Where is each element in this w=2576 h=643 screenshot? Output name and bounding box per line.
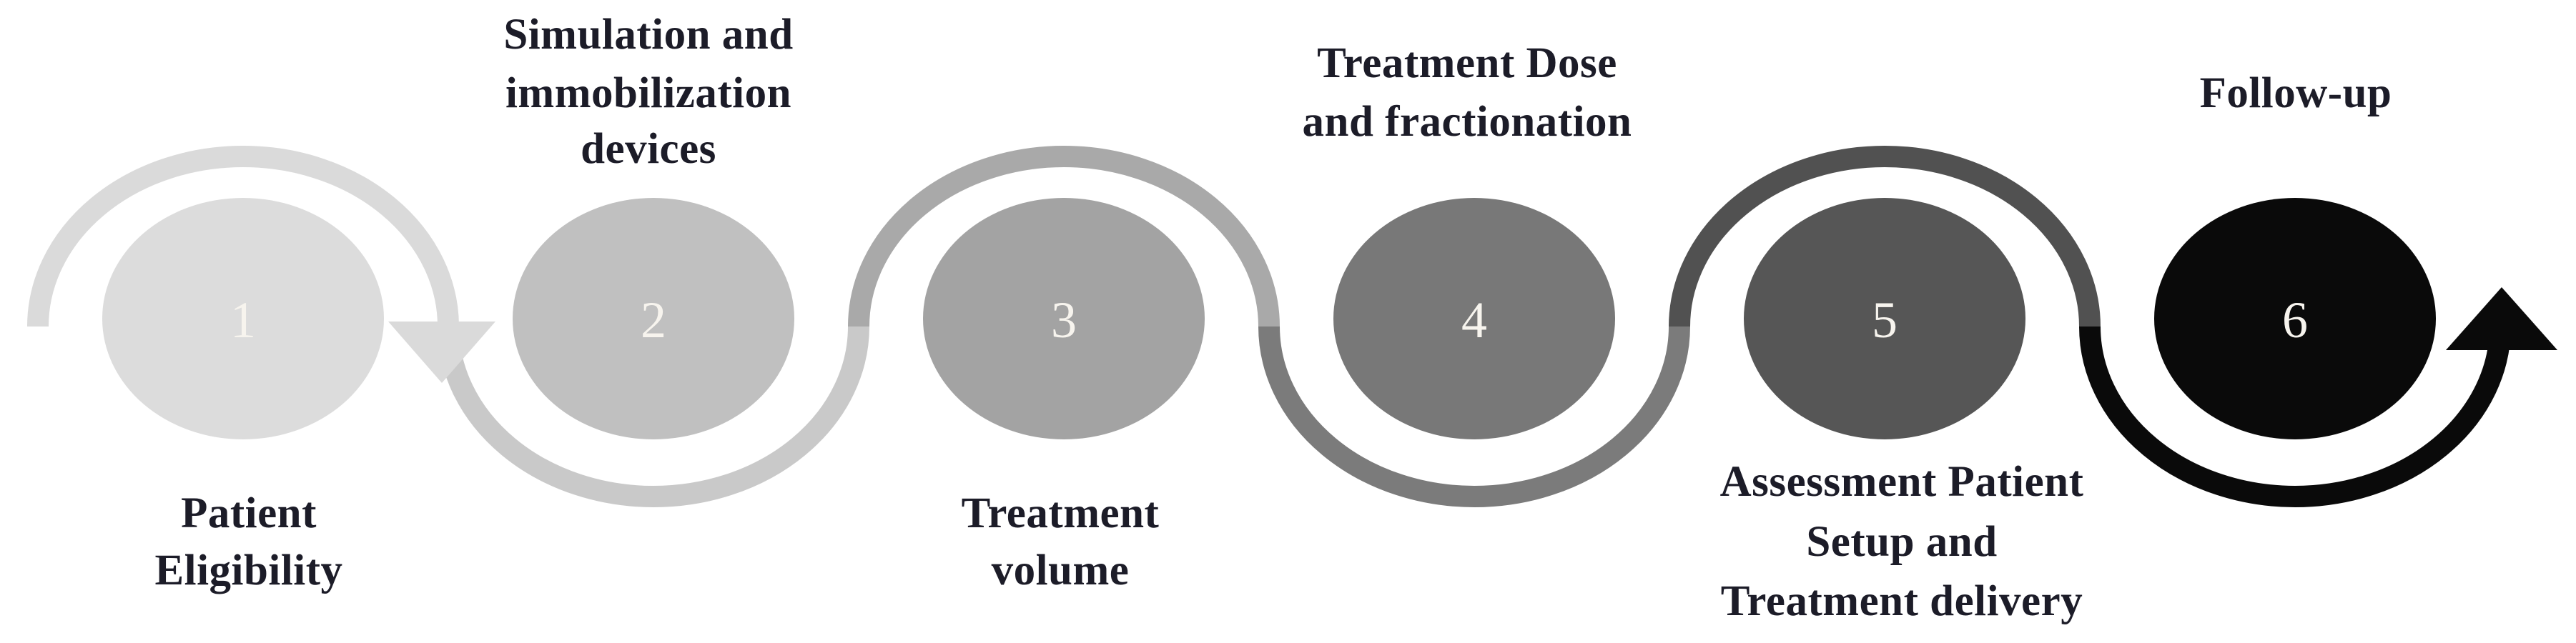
step-3-number: 3 bbox=[1051, 291, 1077, 349]
step-3-label: Treatment volume bbox=[962, 489, 1160, 594]
down-arrowhead-icon bbox=[388, 322, 495, 383]
step-2-number: 2 bbox=[641, 291, 666, 349]
flow-arc-segment-2 bbox=[438, 326, 869, 507]
step-6-label: Follow-up bbox=[2200, 69, 2392, 117]
step-2-label: Simulation and immobilization devices bbox=[503, 11, 793, 173]
step-2-label-line-1: Simulation and bbox=[503, 11, 793, 59]
flow-arc-segment-1 bbox=[27, 146, 459, 327]
step-3-label-line-1: Treatment bbox=[962, 489, 1160, 537]
step-6-label-line-1: Follow-up bbox=[2200, 69, 2392, 117]
step-4-number: 4 bbox=[1461, 291, 1487, 349]
step-1-label-line-1: Patient bbox=[181, 489, 317, 537]
step-1-number: 1 bbox=[230, 291, 256, 349]
flow-arc-segment-4 bbox=[1258, 326, 1690, 507]
flow-arc-segment-3 bbox=[848, 146, 1280, 327]
step-5-label-line-3: Treatment delivery bbox=[1721, 577, 2083, 625]
step-1-label-line-2: Eligibility bbox=[154, 547, 342, 594]
step-6-number: 6 bbox=[2282, 291, 2308, 349]
step-5-number: 5 bbox=[1872, 291, 1898, 349]
flow-arc-segment-6 bbox=[2079, 326, 2511, 507]
step-5-label-line-1: Assessment Patient bbox=[1720, 458, 2084, 506]
step-2-circle bbox=[513, 198, 794, 439]
step-4-circle bbox=[1333, 198, 1615, 439]
step-3-circle bbox=[923, 198, 1205, 439]
step-1-circle bbox=[102, 198, 384, 439]
up-arrowhead-icon bbox=[2446, 287, 2557, 350]
flow-arc-segment-5 bbox=[1669, 146, 2101, 327]
step-4-label-line-1: Treatment Dose bbox=[1317, 39, 1617, 87]
step-6-circle bbox=[2154, 198, 2436, 439]
step-5-circle bbox=[1744, 198, 2025, 439]
step-4-label-line-2: and fractionation bbox=[1303, 98, 1632, 146]
step-2-label-line-3: devices bbox=[581, 125, 716, 173]
step-4-label: Treatment Dose and fractionation bbox=[1303, 39, 1632, 146]
step-3-label-line-2: volume bbox=[992, 547, 1130, 594]
step-5-label-line-2: Setup and bbox=[1806, 518, 1997, 566]
step-2-label-line-2: immobilization bbox=[505, 69, 791, 117]
